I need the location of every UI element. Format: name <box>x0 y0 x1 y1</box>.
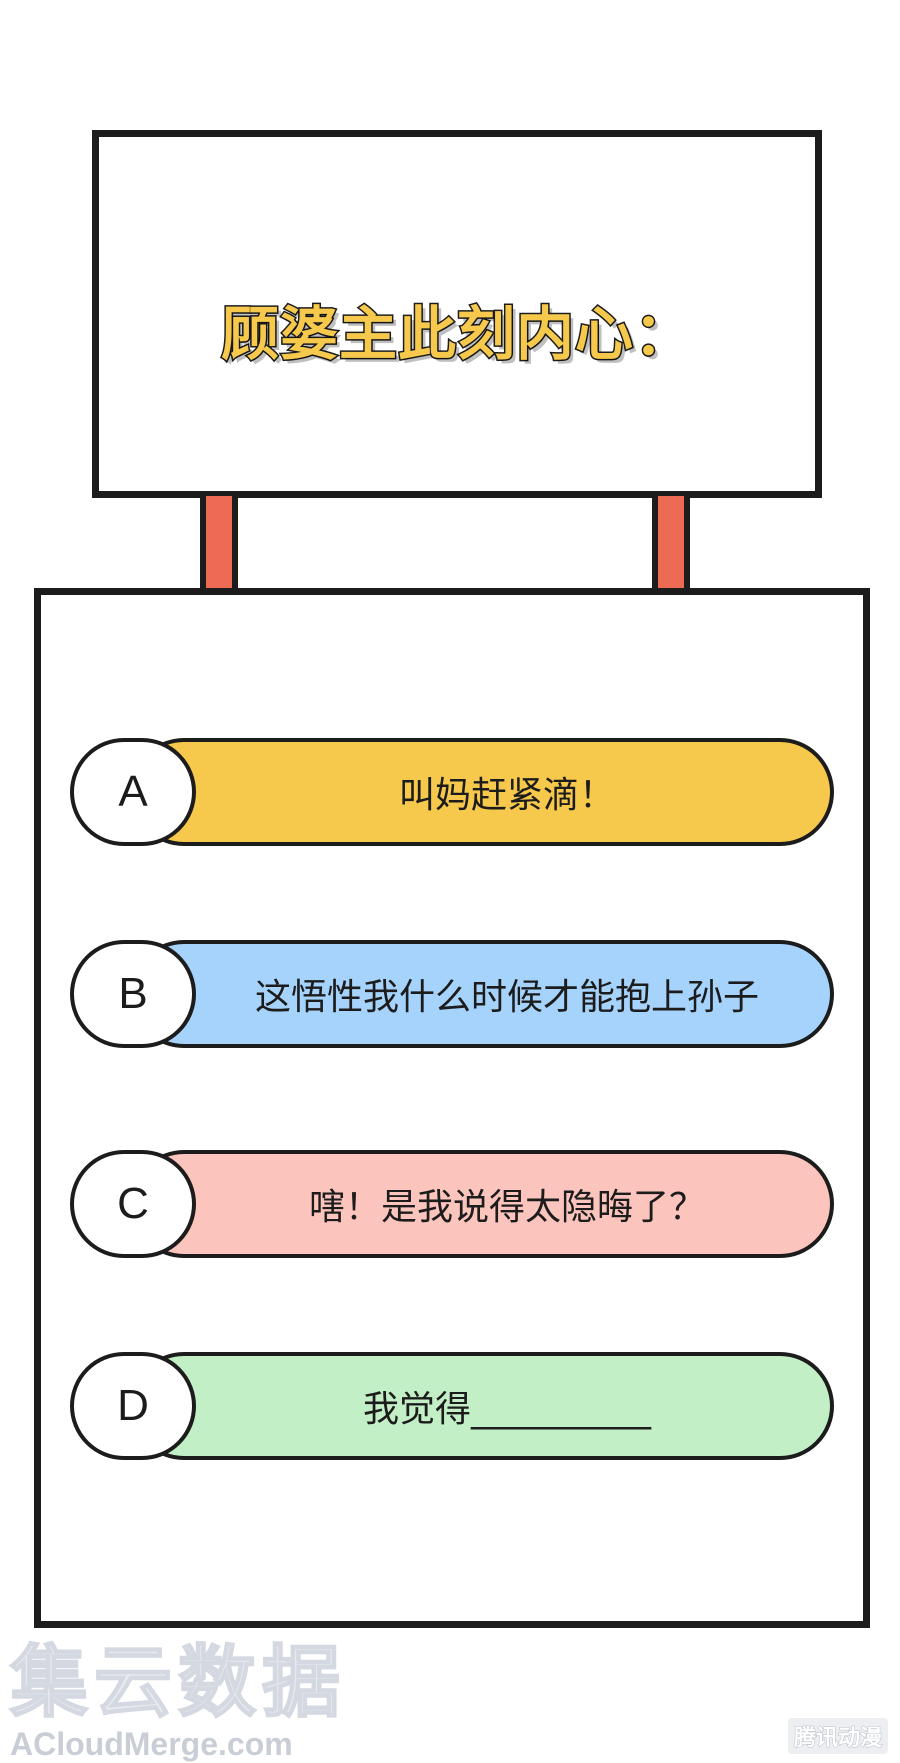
option-d-text: 我觉得__________ <box>362 1389 651 1430</box>
option-c[interactable]: 嗐！是我说得太隐晦了？ C <box>70 1150 834 1258</box>
watermark-en: ACloudMerge.com <box>10 1726 293 1762</box>
option-c-text: 嗐！是我说得太隐晦了？ <box>308 1187 705 1228</box>
option-c-badge: C <box>70 1150 196 1258</box>
option-d-bar[interactable]: 我觉得__________ <box>130 1352 834 1460</box>
option-a[interactable]: 叫妈赶紧滴！ A <box>70 738 834 846</box>
option-a-bar[interactable]: 叫妈赶紧滴！ <box>130 738 834 846</box>
option-d-letter: D <box>117 1381 149 1430</box>
option-d-badge: D <box>70 1352 196 1460</box>
option-b-badge: B <box>70 940 196 1048</box>
option-c-bar[interactable]: 嗐！是我说得太隐晦了？ <box>130 1150 834 1258</box>
option-a-text: 叫妈赶紧滴！ <box>398 775 615 816</box>
option-b-text: 这悟性我什么时候才能抱上孙子 <box>254 977 759 1018</box>
option-b-bar[interactable]: 这悟性我什么时候才能抱上孙子 <box>130 940 834 1048</box>
sign-title: 顾婆主此刻内心： <box>219 299 693 370</box>
option-c-letter: C <box>117 1179 149 1228</box>
sign-pole-left <box>200 496 238 590</box>
brand-logo: 腾讯动漫 <box>787 1718 888 1754</box>
sign-board: 顾婆主此刻内心： <box>92 130 822 498</box>
option-a-badge: A <box>70 738 196 846</box>
option-b-letter: B <box>118 969 148 1018</box>
watermark: 集云数据 ACloudMerge.com <box>9 1620 390 1762</box>
option-d[interactable]: 我觉得__________ D <box>70 1352 834 1460</box>
watermark-cn: 集云数据 <box>9 1637 347 1729</box>
option-b[interactable]: 这悟性我什么时候才能抱上孙子 B <box>70 940 834 1048</box>
option-a-letter: A <box>118 767 148 816</box>
sign-pole-right <box>652 496 690 590</box>
